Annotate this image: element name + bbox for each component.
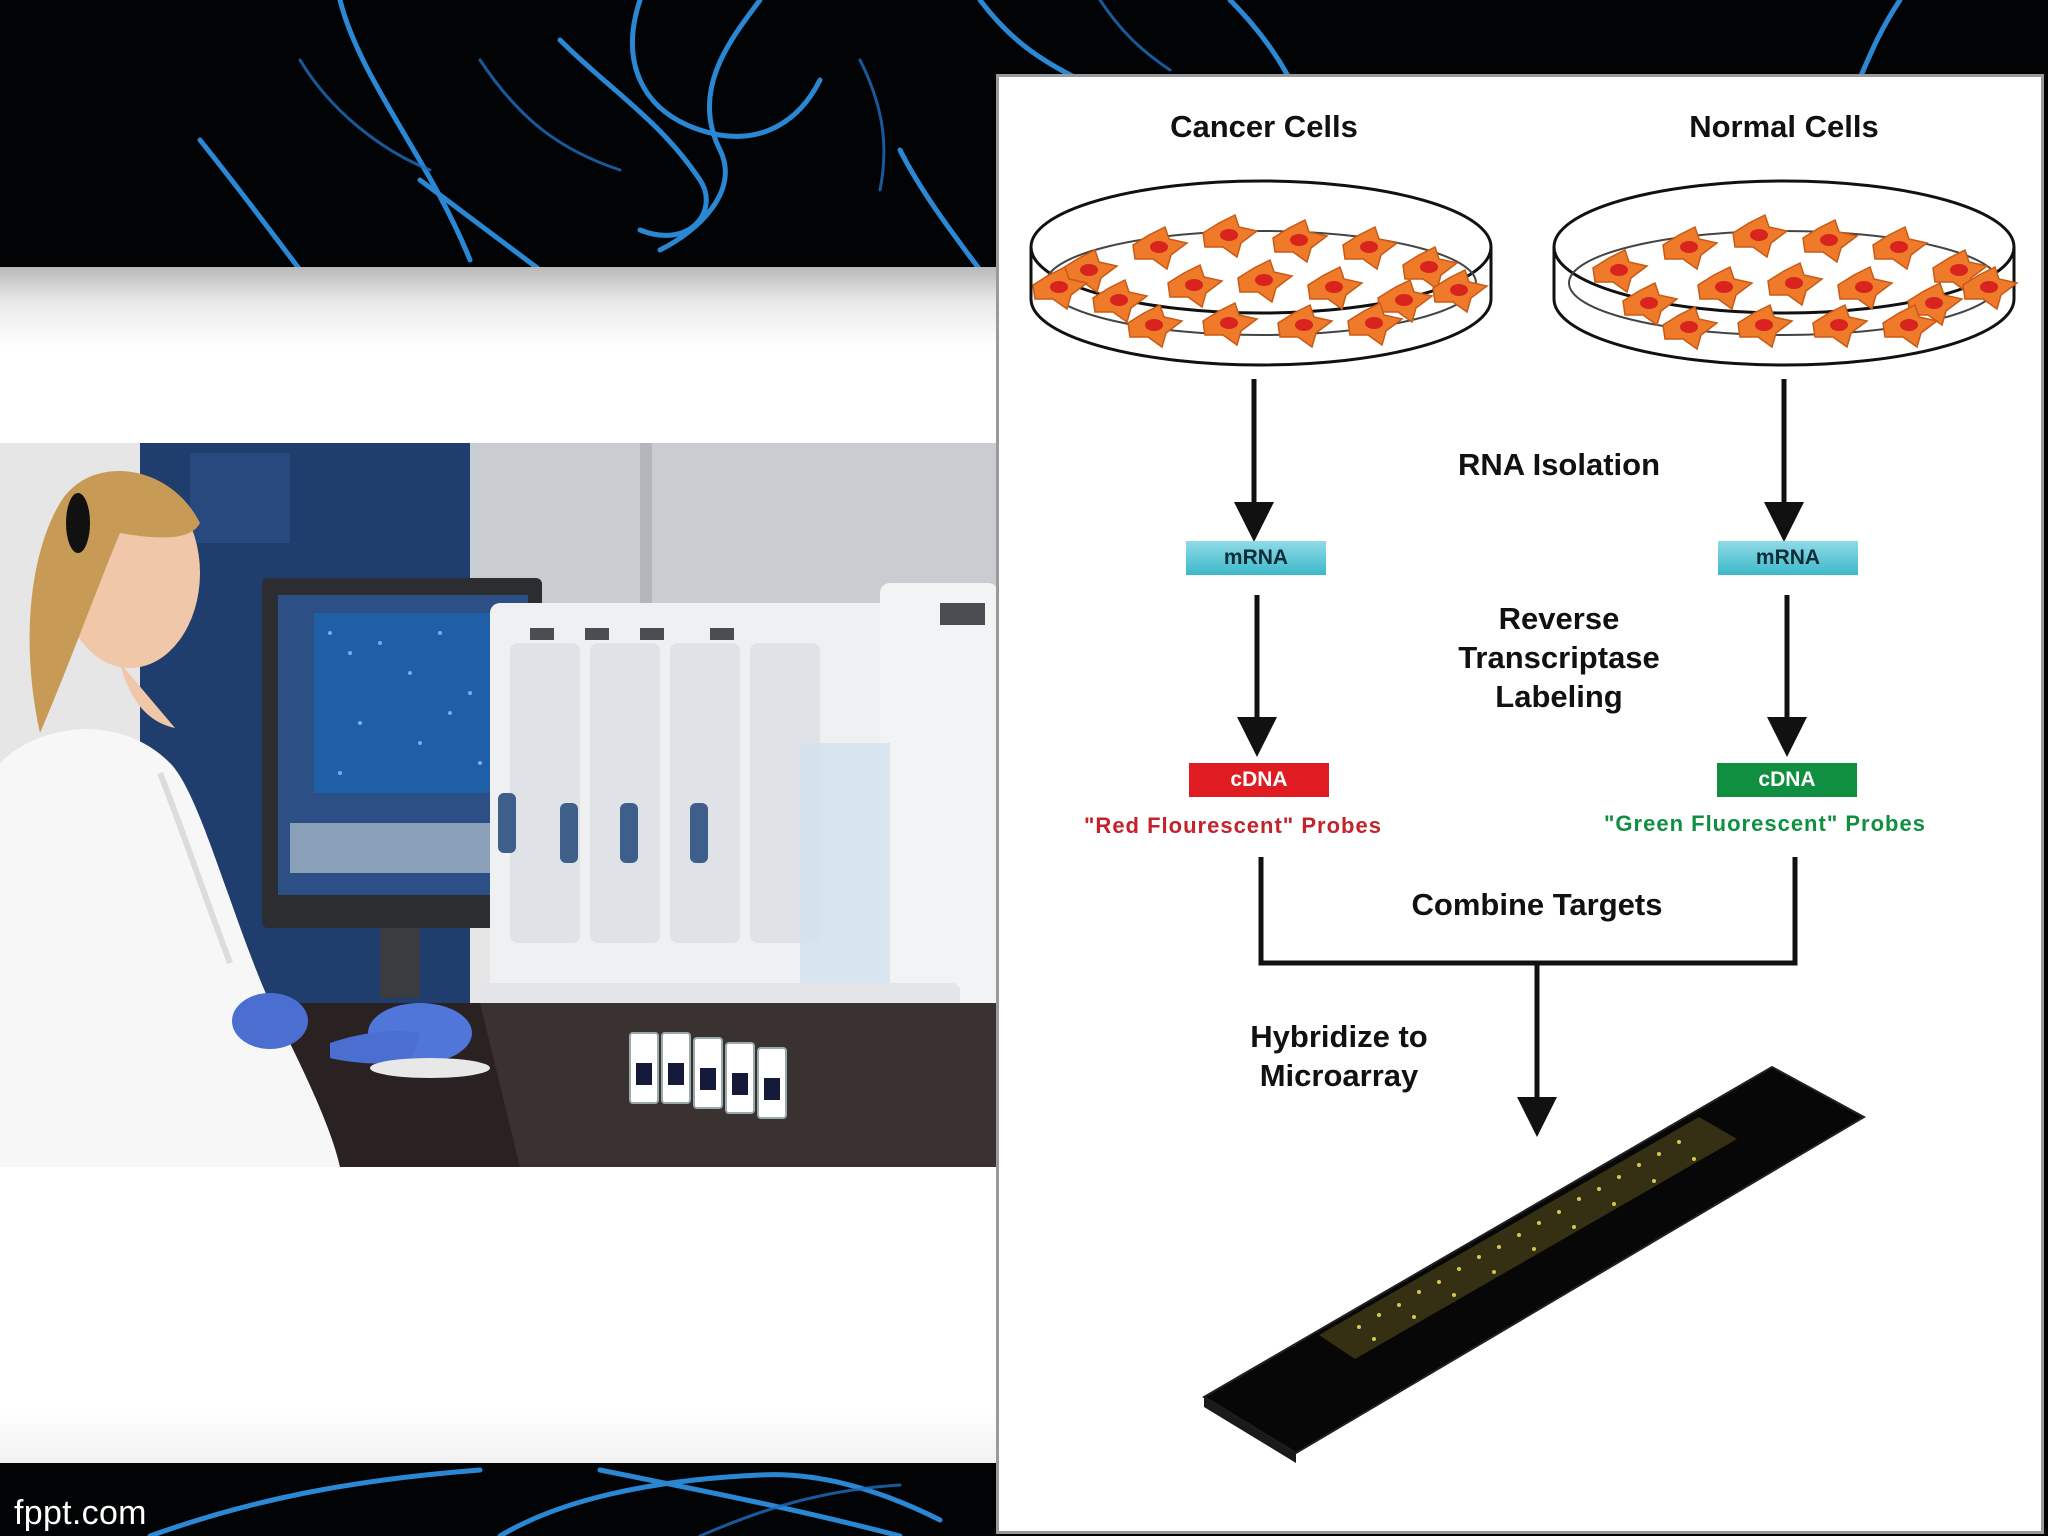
rt-line-3: Labeling [1495,679,1623,714]
hybridize-line-2: Microarray [1259,1058,1419,1093]
diagram-graphics [1029,179,2018,1463]
microarray-slide [1202,1065,1867,1463]
rt-line-1: Reverse [1498,601,1620,636]
cdna-chip-green: cDNA [1717,763,1857,797]
hybridize-label: Hybridize to Microarray [1219,1017,1459,1095]
red-probe-label: "Red Flourescent" Probes [1084,813,1382,838]
hybridize-line-1: Hybridize to [1250,1019,1428,1054]
microarray-diagram-panel: Cancer Cells Normal Cells RNA Isolation … [996,74,2044,1534]
green-probe-label: "Green Fluorescent" Probes [1604,811,1926,836]
reverse-transcriptase-labeling: Reverse Transcriptase Labeling [1399,599,1719,716]
combine-targets-label: Combine Targets [1411,887,1663,922]
mrna-chip-left: mRNA [1186,541,1326,575]
mrna-chip-right: mRNA [1718,541,1858,575]
normal-cells-label: Normal Cells [1689,109,1879,144]
normal-cells-dish [1552,179,2018,367]
rt-line-2: Transcriptase [1458,640,1660,675]
cancer-cells-dish [1029,179,1493,367]
footer-brand: fppt.com [14,1494,147,1532]
cancer-cells-label: Cancer Cells [1170,109,1358,144]
cdna-chip-red: cDNA [1189,763,1329,797]
lab-photo [0,443,998,1167]
rna-isolation-label: RNA Isolation [1457,447,1661,482]
combine-bracket [1258,857,1798,966]
